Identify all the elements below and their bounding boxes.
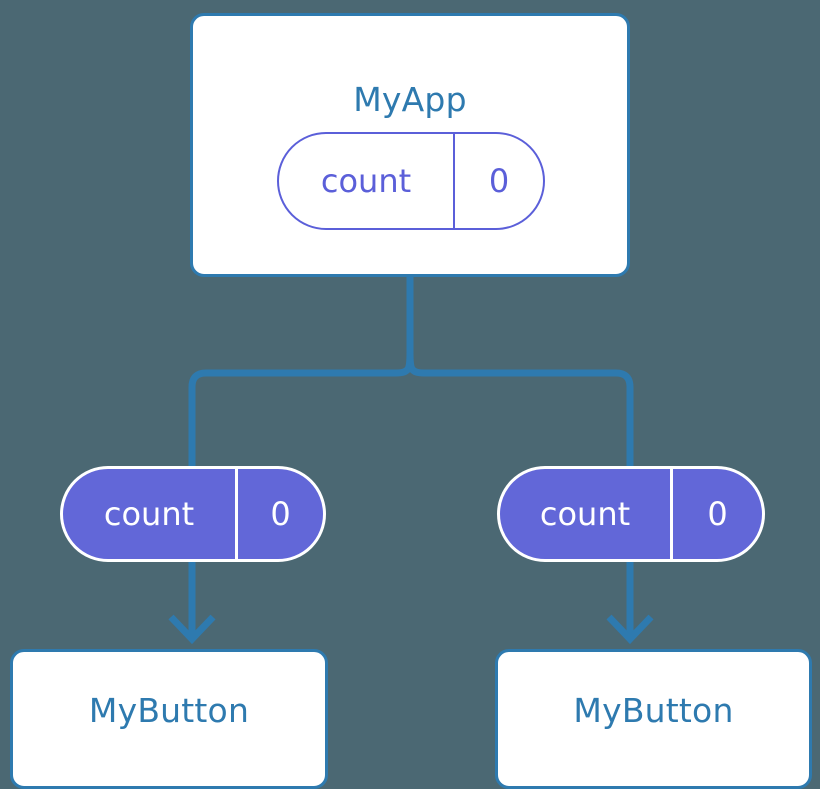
prop-pill-key-right: count [500,469,673,559]
state-pill-value: 0 [488,162,510,200]
diagram-canvas: MyApp count 0 count 0 count 0 MyButton M… [10,13,812,789]
state-pill-count[interactable]: count 0 [277,132,545,230]
arrow-head-left-icon [168,614,216,645]
branch-right-wire [424,369,634,466]
prop-pill-count-right[interactable]: count 0 [497,466,765,562]
prop-pill-key-left: count [63,469,238,559]
junction-curve-left [395,351,414,377]
component-title-mybutton-left: MyButton [88,691,250,730]
component-title-mybutton-right: MyButton [573,691,734,730]
state-pill-key: count [279,134,455,228]
component-box-myapp[interactable]: MyApp [190,13,630,277]
prop-pill-value-left: 0 [270,495,291,533]
prop-pill-count-left[interactable]: count 0 [60,466,326,562]
arrow-head-right-icon [606,614,654,645]
junction-curve-right [406,351,425,377]
component-title-myapp: MyApp [353,80,467,119]
prop-pill-value-right: 0 [707,495,728,533]
component-box-mybutton-left[interactable]: MyButton [10,649,328,789]
component-box-mybutton-right[interactable]: MyButton [495,649,812,789]
branch-left-wire [188,369,396,466]
